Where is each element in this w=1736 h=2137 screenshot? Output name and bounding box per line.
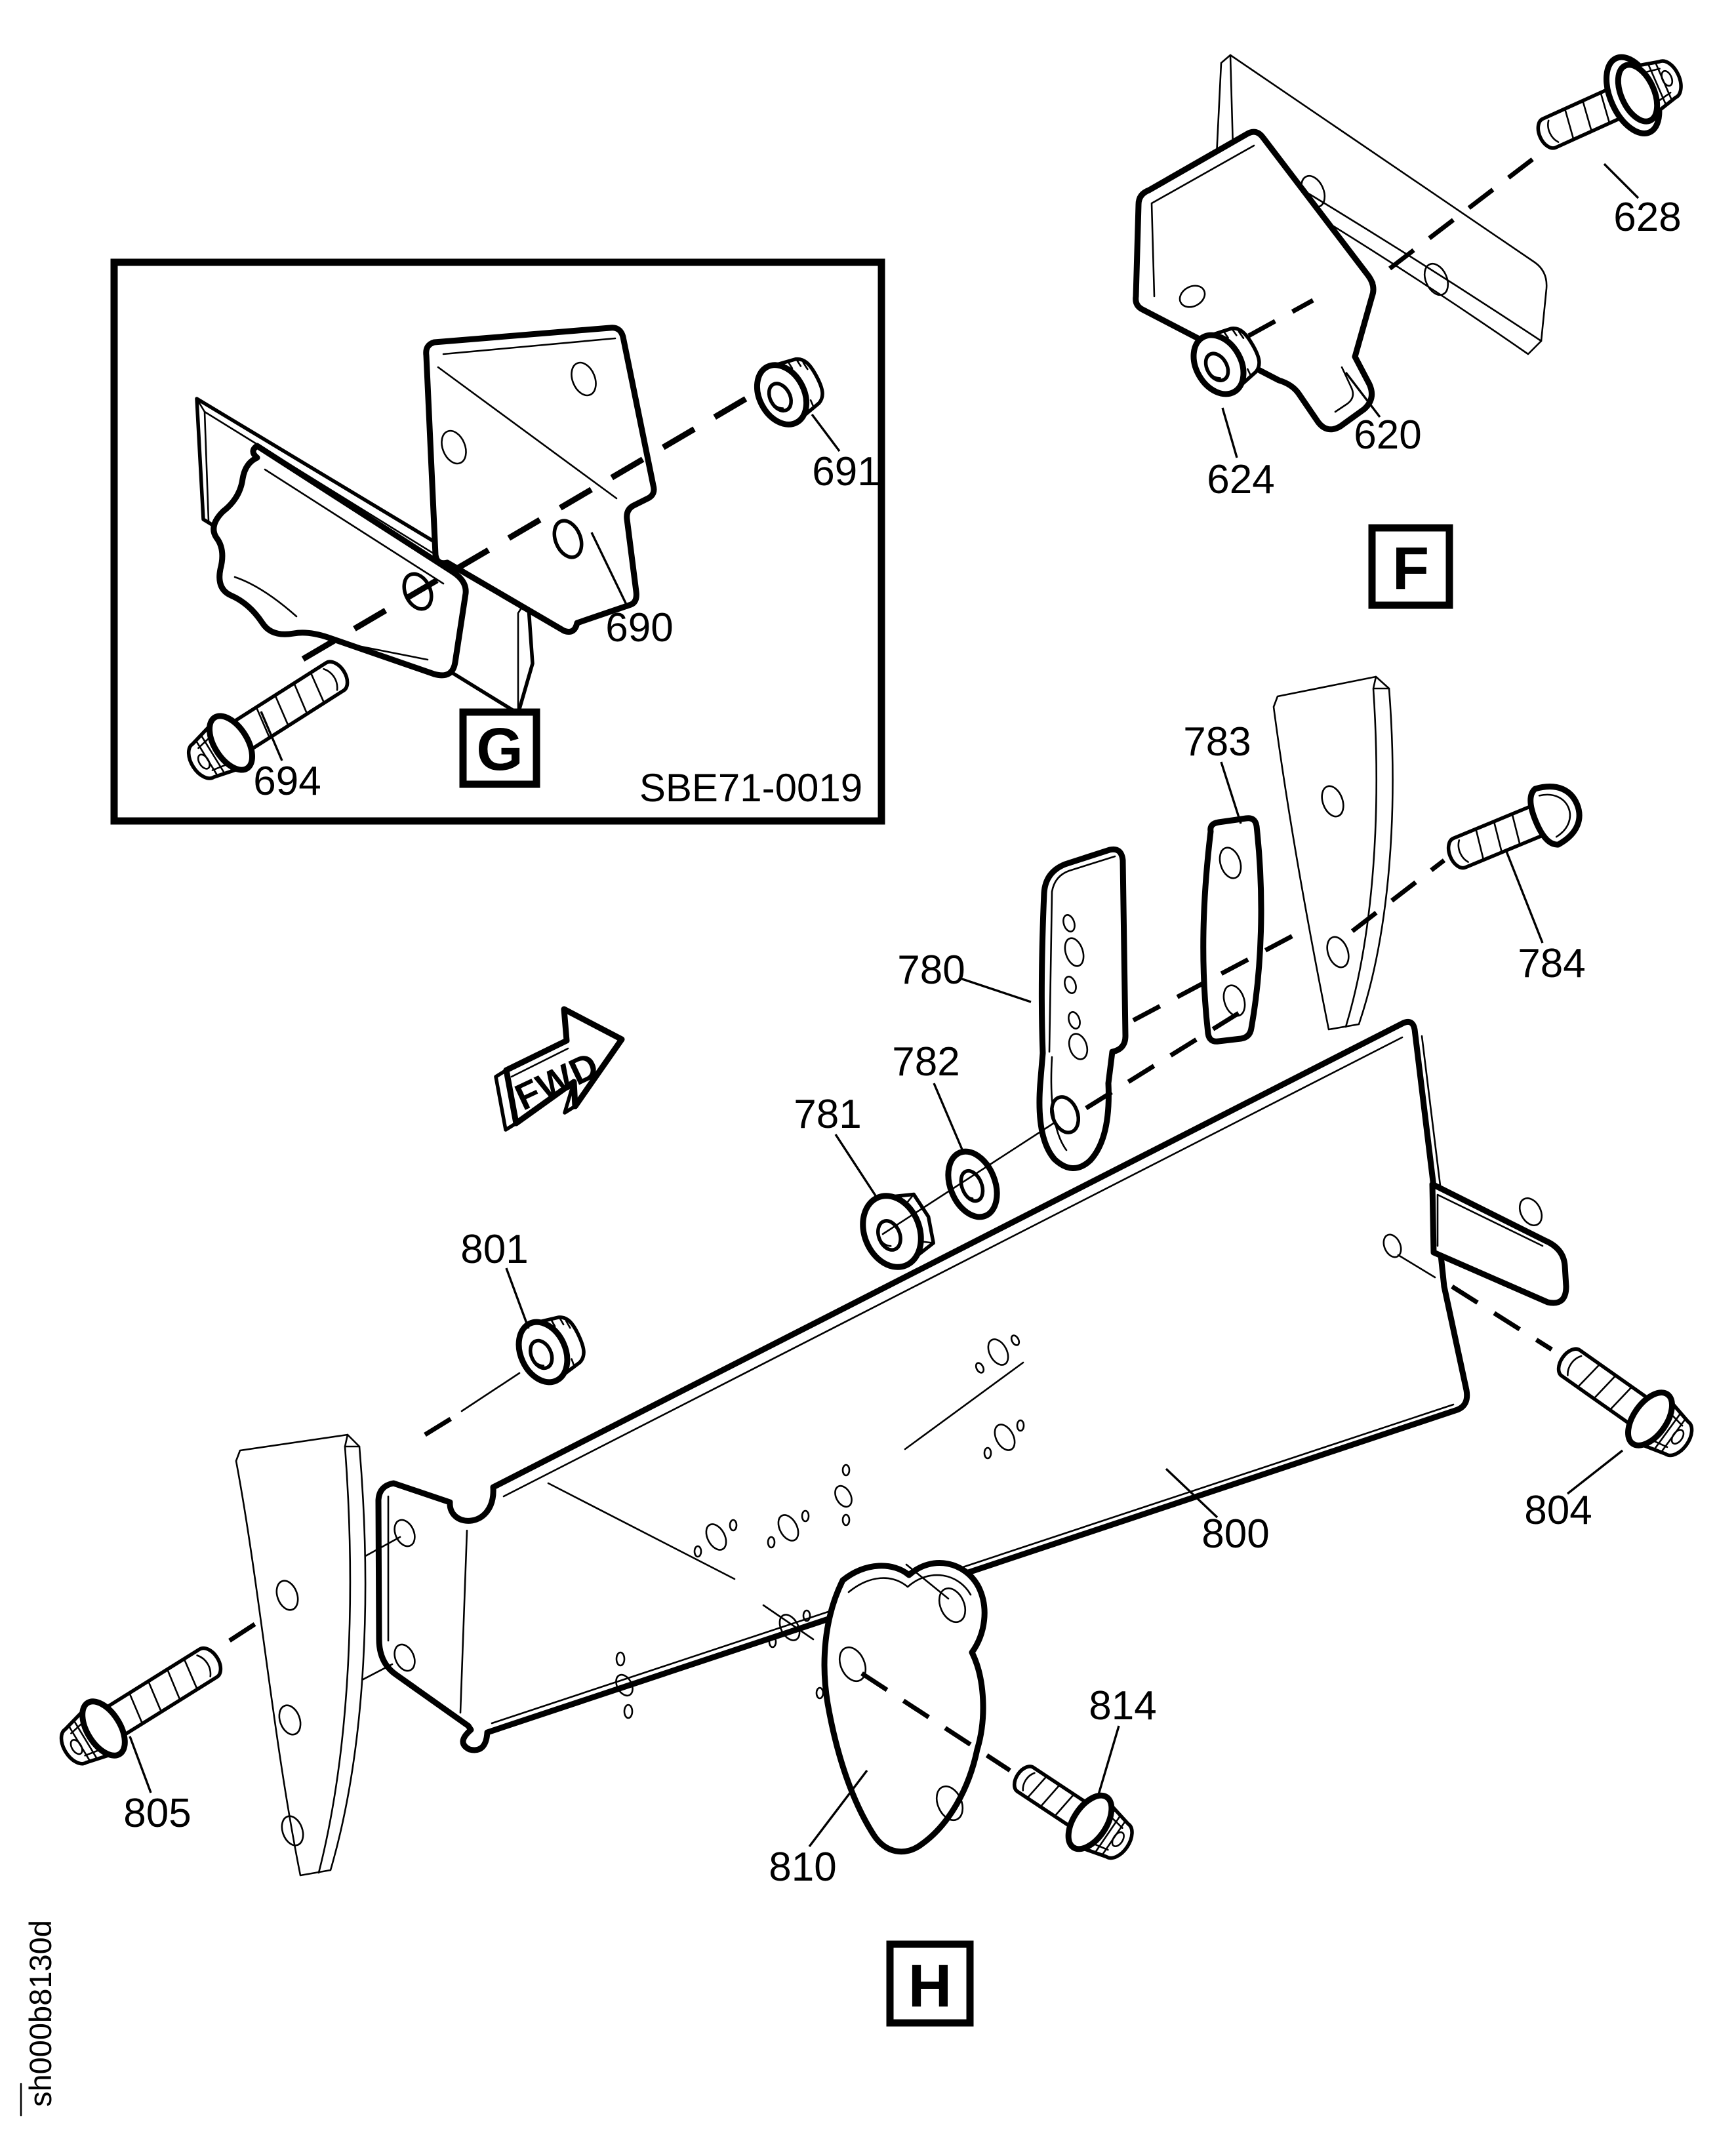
axis-804-thin <box>1397 1254 1436 1279</box>
part-label-804: 804 <box>1524 1488 1592 1533</box>
bolt-805 <box>50 1632 233 1778</box>
plate-detail-lines <box>547 1361 1024 1580</box>
nut-801 <box>510 1307 592 1390</box>
leader-628 <box>1603 163 1640 199</box>
axis-804-dash <box>1451 1285 1553 1351</box>
leader-783 <box>1220 761 1242 824</box>
bolt-784 <box>1439 784 1583 885</box>
axis-805-dash <box>228 1619 261 1643</box>
footer: sh000b8130d <box>20 1920 58 2117</box>
bolt-814 <box>1001 1749 1144 1872</box>
leader-801 <box>505 1268 530 1329</box>
part-label-624: 624 <box>1207 457 1274 502</box>
nut-691 <box>747 348 831 433</box>
part-label-780: 780 <box>897 948 965 993</box>
section-marker-h: H <box>886 1940 974 2027</box>
leader-691 <box>811 413 841 452</box>
section-h: FWD 780 781 782 783 784 800 801 804 805 … <box>50 675 1704 2027</box>
footer-doc-code: sh000b8130d <box>23 1920 58 2107</box>
axis-810-dash <box>860 1671 1011 1772</box>
leader-690 <box>590 532 630 609</box>
curved-plate-left <box>235 1433 367 1877</box>
axis-780 <box>1085 1000 1258 1110</box>
axis-784 <box>1350 858 1446 933</box>
leader-694 <box>260 711 283 761</box>
part-label-784: 784 <box>1518 941 1585 986</box>
part-label-810: 810 <box>769 1845 836 1890</box>
part-label-783: 783 <box>1183 719 1251 765</box>
bolt-628 <box>1524 37 1695 174</box>
bracket-780 <box>1036 846 1129 1171</box>
leader-781 <box>834 1134 879 1199</box>
section-f: 620 624 628 F <box>1133 37 1695 609</box>
part-label-805: 805 <box>123 1791 191 1836</box>
axis-781-782 <box>881 1121 1056 1235</box>
section-letter-f: F <box>1392 535 1429 602</box>
section-g: 690 691 694 G SBE71-0019 <box>110 258 885 825</box>
leader-805 <box>129 1736 152 1793</box>
part-label-814: 814 <box>1089 1683 1156 1728</box>
part-label-800: 800 <box>1201 1511 1269 1557</box>
spacer-783 <box>1200 815 1264 1045</box>
fwd-arrow: FWD <box>494 1006 625 1132</box>
section-letter-g: G <box>476 716 523 783</box>
nut-781 <box>860 1192 935 1270</box>
part-label-782: 782 <box>892 1039 959 1085</box>
gusset-810 <box>762 1560 1011 1855</box>
leader-810 <box>808 1769 868 1848</box>
leader-782 <box>933 1083 965 1155</box>
gusset-thin-lines <box>762 1563 950 1641</box>
section-marker-f: F <box>1368 524 1453 609</box>
axis-801-thin <box>460 1372 521 1412</box>
axis-801-dash <box>424 1412 460 1437</box>
part-label-801: 801 <box>460 1227 528 1272</box>
axis-620-624 <box>1247 298 1314 338</box>
part-label-781: 781 <box>794 1092 861 1137</box>
part-label-628: 628 <box>1613 195 1681 240</box>
section-g-border <box>110 258 885 825</box>
pad-plate <box>195 397 535 715</box>
bracket-620 <box>1133 129 1377 433</box>
leader-804 <box>1566 1449 1624 1495</box>
assembly-axis-g <box>301 388 761 662</box>
mounting-plate-800 <box>375 1018 1569 1753</box>
curved-plate-right <box>1272 675 1394 1031</box>
leader-624 <box>1221 407 1238 458</box>
leader-780 <box>959 977 1032 1003</box>
section-marker-g: G <box>459 708 540 788</box>
part-label-620: 620 <box>1354 412 1421 458</box>
part-label-690: 690 <box>605 605 673 650</box>
washer-782 <box>945 1148 1000 1220</box>
part-label-691: 691 <box>812 449 879 494</box>
leader-814 <box>1097 1725 1120 1797</box>
part-label-694: 694 <box>253 759 321 804</box>
drawing-code: SBE71-0019 <box>639 766 862 810</box>
leader-800 <box>1165 1468 1219 1519</box>
leader-620 <box>1344 371 1381 418</box>
section-letter-h: H <box>908 1953 952 2020</box>
axis-783 <box>1132 925 1310 1023</box>
bolt-804 <box>1545 1332 1704 1469</box>
leader-784 <box>1504 849 1544 944</box>
